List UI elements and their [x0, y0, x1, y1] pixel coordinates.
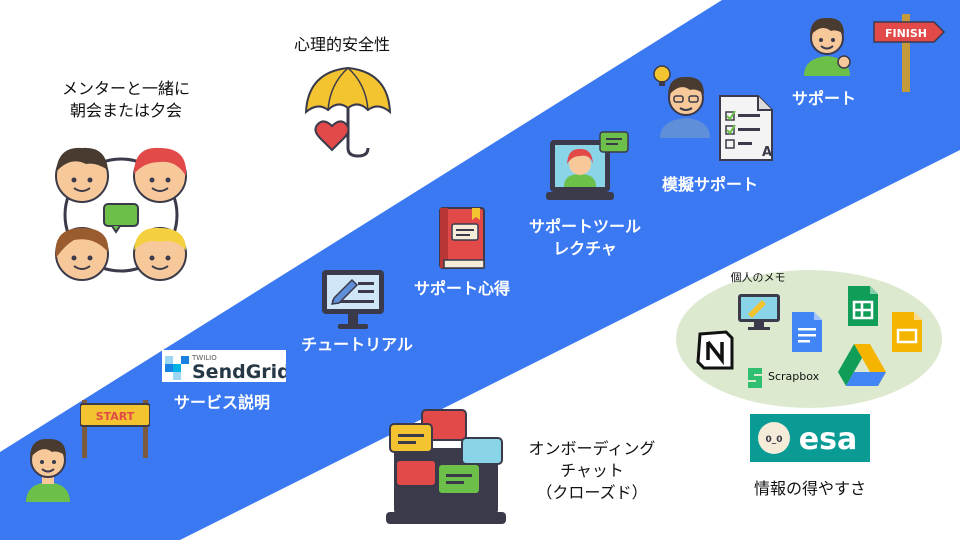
step-mock-support-label: 模擬サポート — [661, 175, 759, 194]
safety-label: 心理的安全性 — [293, 35, 391, 54]
face-bottom-right — [133, 227, 187, 281]
finish-sign-text: FINISH — [885, 27, 927, 40]
scrapbox-label: Scrapbox — [768, 370, 820, 383]
face-bottom-left — [55, 227, 109, 281]
face-top-right — [133, 147, 187, 203]
chat-label: オンボーディング チャット （クローズド） — [528, 439, 656, 502]
drive-icon — [838, 344, 886, 386]
sendgrid-logo: TWILIO SendGrid — [162, 350, 291, 383]
start-person-icon — [26, 438, 70, 502]
memo-monitor-icon — [738, 294, 780, 330]
esa-caption: 情報の得やすさ — [753, 479, 867, 498]
meeting-label: メンターと一緒に 朝会または夕会 — [61, 79, 191, 120]
memo-title: 個人のメモ — [730, 271, 786, 284]
esa-eyes: 0_0 — [765, 435, 782, 445]
esa-logo: 0_0 esa — [750, 414, 870, 462]
chat-laptop-icon — [386, 409, 506, 524]
face-top-left — [55, 147, 109, 203]
finish-sign-icon: FINISH — [873, 14, 946, 92]
sendgrid-small-text: TWILIO — [191, 354, 217, 362]
docs-icon — [792, 312, 822, 352]
start-flag-text: START — [96, 410, 135, 423]
laptop-presenter-icon — [546, 131, 629, 200]
notion-icon — [696, 330, 734, 370]
step-support-label: サポート — [791, 89, 857, 108]
step-service-label: サービス説明 — [173, 393, 271, 412]
sendgrid-text: SendGrid — [192, 361, 286, 382]
idea-person-icon — [653, 65, 710, 138]
step-mindset-label: サポート心得 — [413, 279, 511, 298]
support-person-icon — [804, 17, 851, 76]
monitor-edit-icon — [322, 270, 384, 329]
scrapbox-icon — [748, 368, 762, 388]
notebook-icon — [439, 207, 485, 269]
step-tool-lecture-label: サポートツール レクチャ — [528, 217, 642, 258]
umbrella-heart-icon — [304, 66, 392, 158]
step-tutorial-label: チュートリアル — [301, 335, 413, 354]
slides-icon — [892, 312, 922, 352]
sheets-icon — [848, 286, 878, 326]
team-meeting-icon — [55, 147, 187, 281]
test-sheet-icon: A — [719, 95, 773, 161]
esa-logo-text: esa — [799, 422, 857, 457]
start-flag-icon: START — [80, 400, 150, 458]
svg-text:A: A — [762, 145, 772, 160]
